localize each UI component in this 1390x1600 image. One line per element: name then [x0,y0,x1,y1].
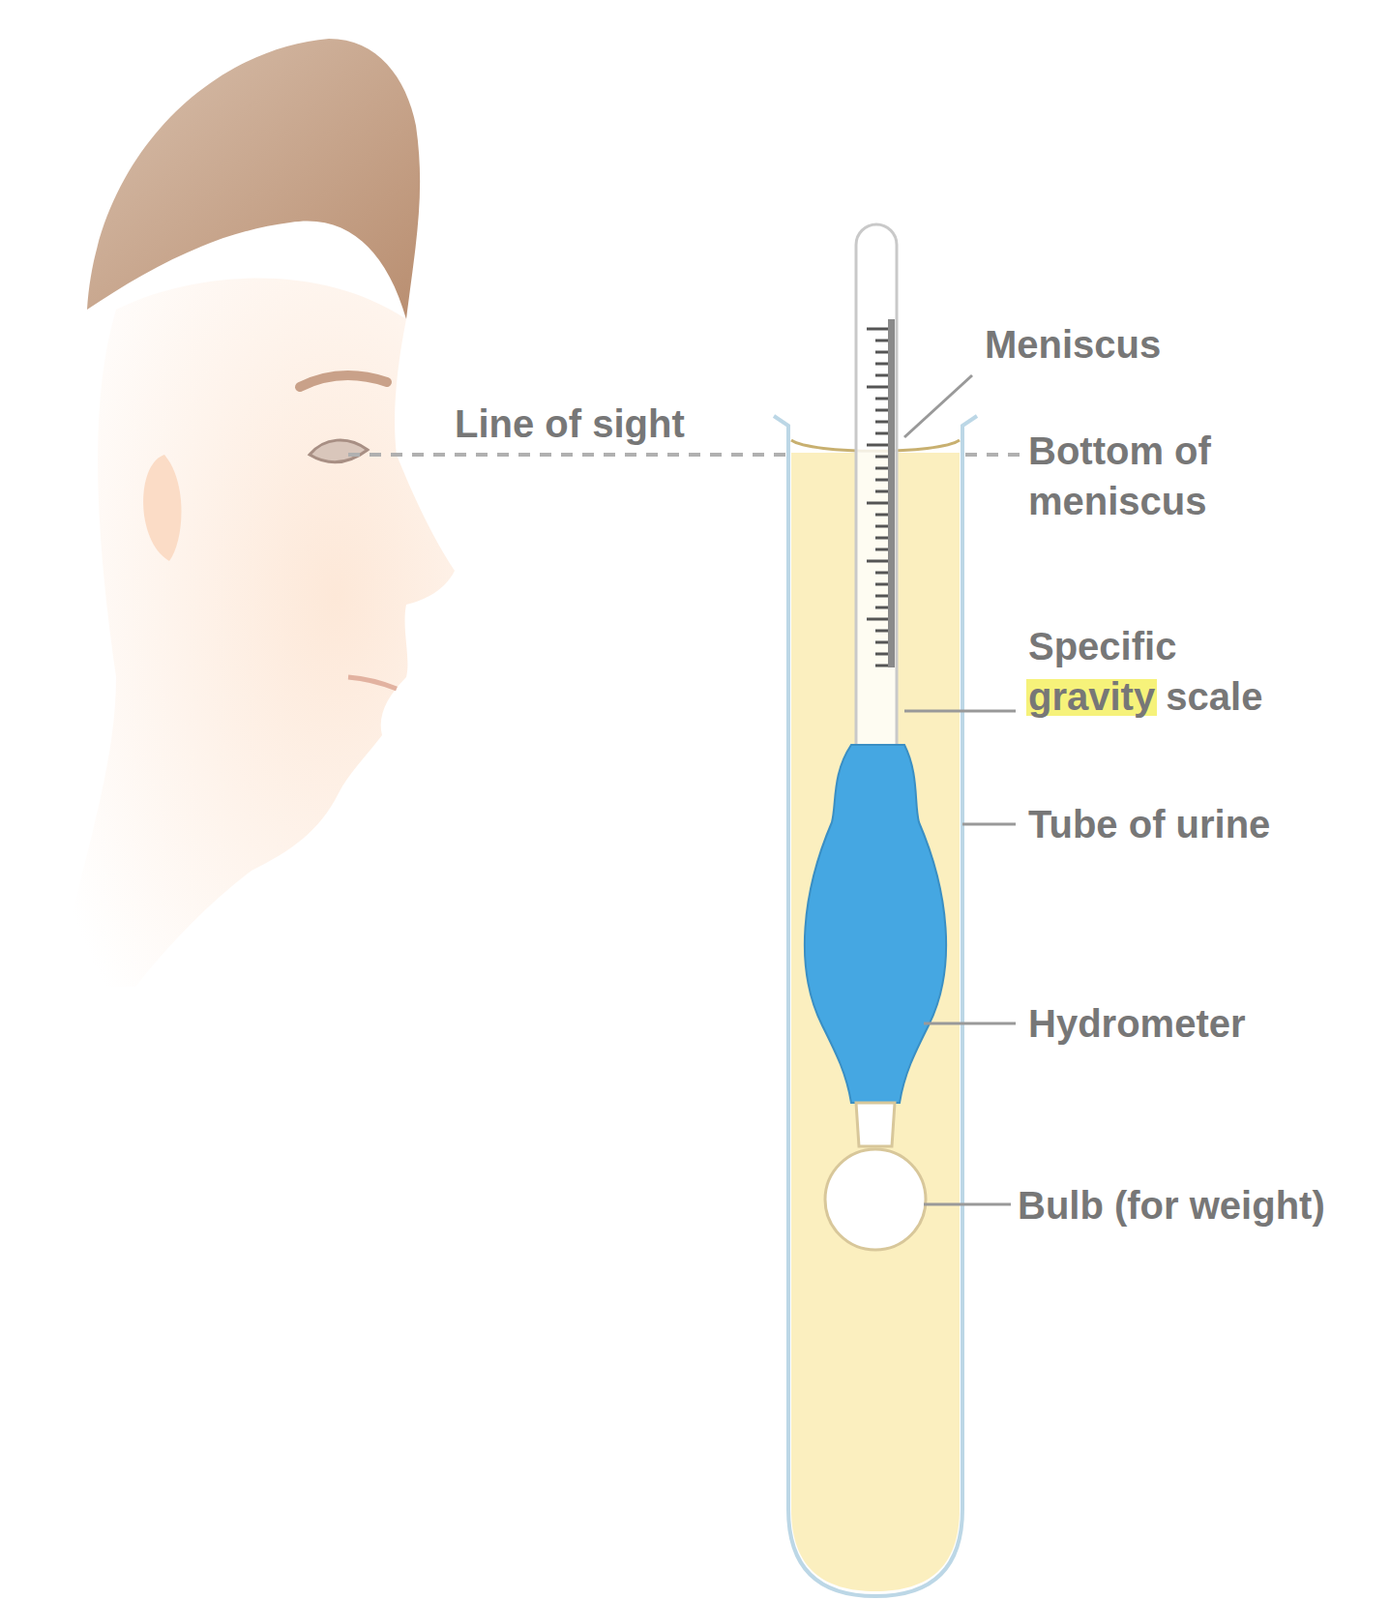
leader-line [923,1203,1011,1207]
scale-tick [875,339,888,343]
scale-tick [875,490,888,494]
eyebrow [299,375,387,387]
scale-tick [875,420,888,424]
scale-tick [875,571,888,575]
scale-tick [875,525,888,529]
scale-tick [875,432,888,436]
part-label: Line of sight [454,398,765,449]
leader-line [962,823,1016,827]
scale-tick [866,327,888,331]
leader-line [904,375,973,438]
hair [87,38,420,320]
scale-tick [875,397,888,401]
scale-tick [875,409,888,413]
part-label: Bottom of meniscus [1028,425,1319,527]
scale-tick [875,536,888,540]
scale-strip [887,319,895,668]
scale-tick [875,478,888,482]
lips [348,677,397,689]
ear [143,454,181,562]
scale-tick [875,351,888,355]
scale-tick [875,629,888,633]
scale-tick [875,513,888,517]
weight-bulb [825,1149,926,1250]
scale-ticks [866,328,888,666]
scale-tick [866,560,888,563]
scale-tick [875,374,888,378]
scale-tick [875,664,888,668]
scale-tick [875,467,888,471]
leader-line [904,709,1016,713]
part-label: Specific gravity scale [1028,621,1300,722]
scale-tick [866,385,888,389]
hydrometer-stem [856,224,897,767]
part-label: Bulb (for weight) [1017,1180,1384,1231]
hydrometer-body [804,744,947,1103]
part-label: Tube of urine [1028,798,1377,850]
hydrometer-neck [856,1102,895,1147]
scale-tick [866,443,888,447]
scale-tick [875,641,888,645]
scale-tick [875,548,888,552]
scale-tick [866,502,888,505]
scale-tick [875,594,888,598]
scale-tick [866,618,888,622]
scale-tick [875,362,888,366]
leader-line [923,1022,1016,1026]
part-label: Hydrometer [1028,998,1377,1049]
scale-tick [875,652,888,656]
eye [309,440,368,463]
part-label: Meniscus [984,319,1333,370]
scale-tick [875,606,888,610]
scale-tick [875,583,888,587]
scale-tick [875,455,888,459]
face-profile [58,278,455,988]
